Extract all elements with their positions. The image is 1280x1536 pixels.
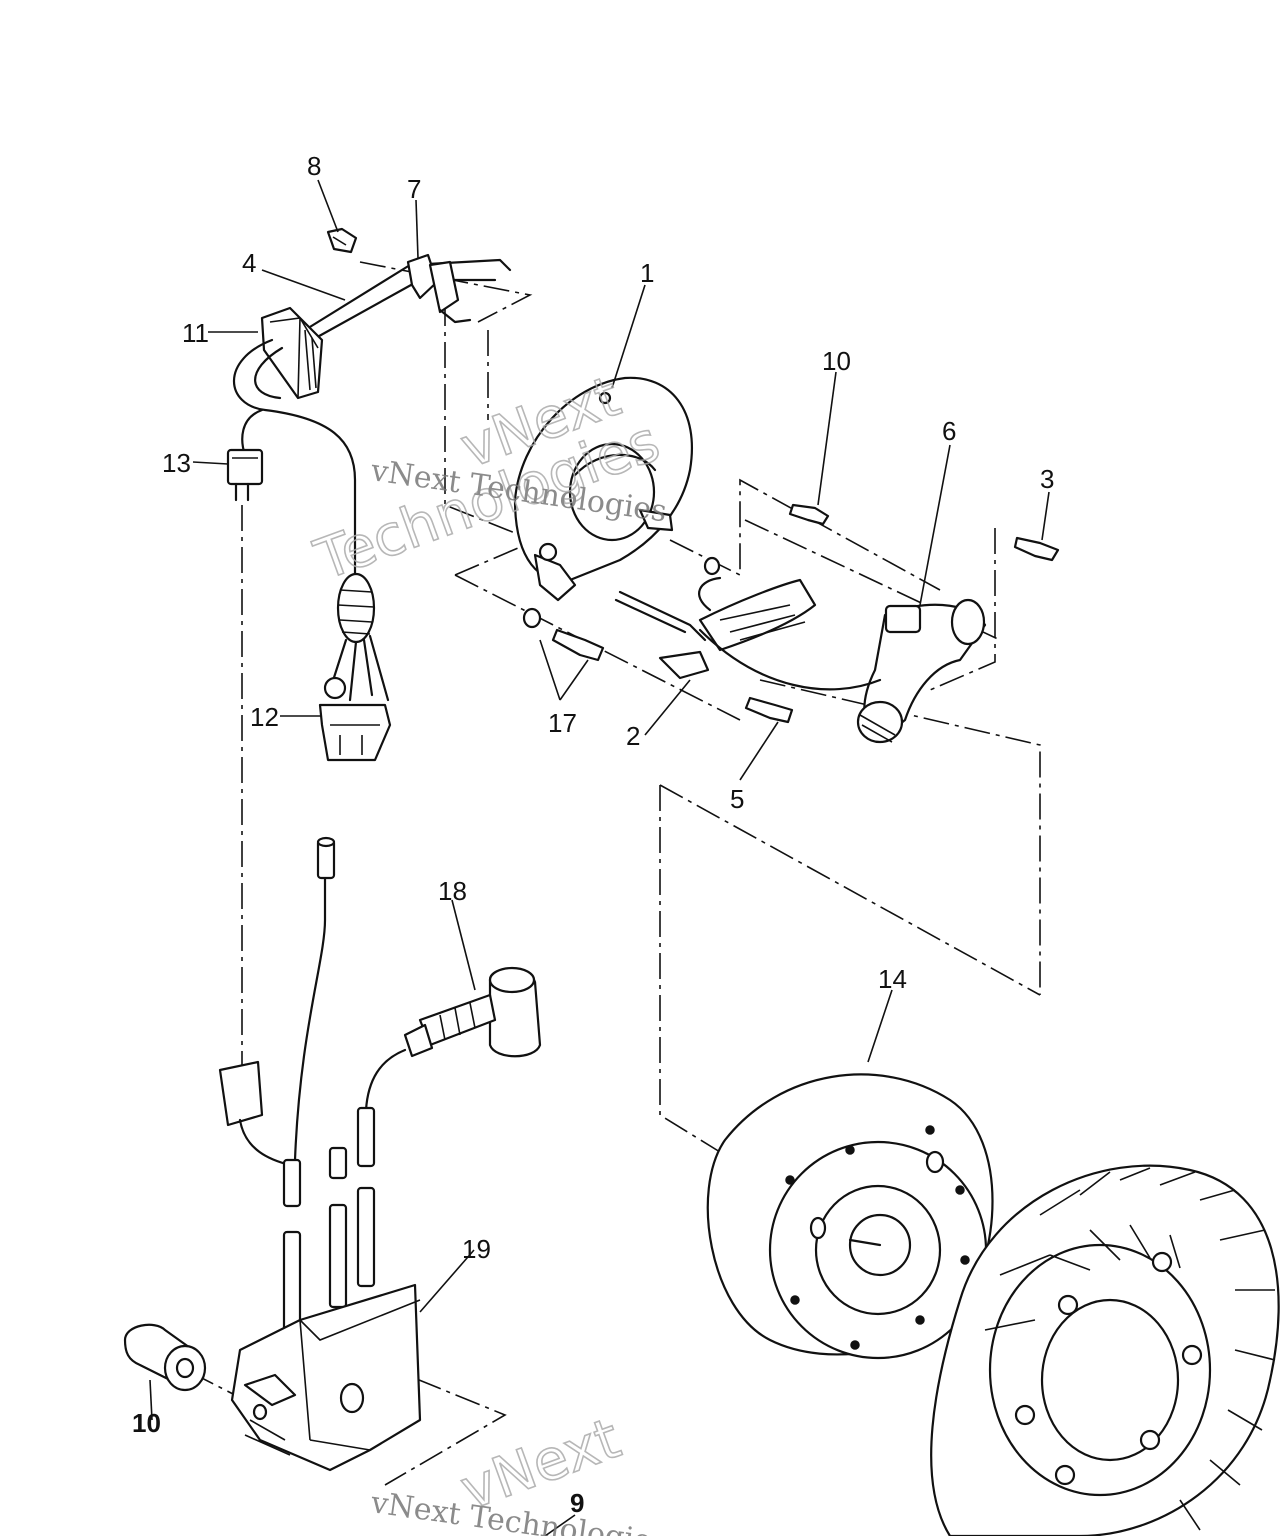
spacer-10 bbox=[123, 1323, 207, 1392]
callout-18: 18 bbox=[438, 876, 467, 906]
coupler-12 bbox=[318, 572, 392, 762]
callout-8: 8 bbox=[307, 151, 321, 181]
cooling-fan bbox=[930, 1164, 1280, 1536]
callout-6: 6 bbox=[942, 416, 956, 446]
callout-14: 14 bbox=[878, 964, 907, 994]
callout-9: 9 bbox=[570, 1488, 584, 1518]
flywheel-14 bbox=[706, 1073, 994, 1360]
callout-10-bottom: 10 bbox=[132, 1408, 161, 1438]
callout-3: 3 bbox=[1040, 464, 1054, 494]
callout-11: 11 bbox=[182, 318, 209, 348]
callout-13: 13 bbox=[162, 448, 191, 478]
callout-17: 17 bbox=[548, 708, 577, 738]
connector-13 bbox=[226, 448, 264, 502]
callout-4: 4 bbox=[242, 248, 256, 278]
charge-coil-6 bbox=[698, 598, 987, 744]
rectifier-regulator-11 bbox=[232, 306, 357, 587]
callout-19: 19 bbox=[462, 1234, 491, 1264]
callout-5: 5 bbox=[730, 784, 744, 814]
ignition-coil-19 bbox=[218, 836, 422, 1472]
callout-10-top: 10 bbox=[822, 346, 851, 376]
screws bbox=[522, 503, 1060, 724]
callouts: 8 7 4 11 13 12 1 10 6 3 17 2 5 18 14 19 … bbox=[132, 151, 1054, 1518]
callout-12: 12 bbox=[250, 702, 279, 732]
bolt-8 bbox=[326, 227, 358, 254]
leader-lines bbox=[149, 179, 1050, 1536]
stator-base-1 bbox=[513, 376, 693, 602]
callout-7: 7 bbox=[407, 174, 421, 204]
ground-lead-4 bbox=[303, 253, 512, 342]
callout-1: 1 bbox=[640, 258, 654, 288]
pickup-coil-2 bbox=[614, 576, 817, 680]
plug-cap-18 bbox=[364, 966, 542, 1112]
callout-2: 2 bbox=[626, 721, 640, 751]
